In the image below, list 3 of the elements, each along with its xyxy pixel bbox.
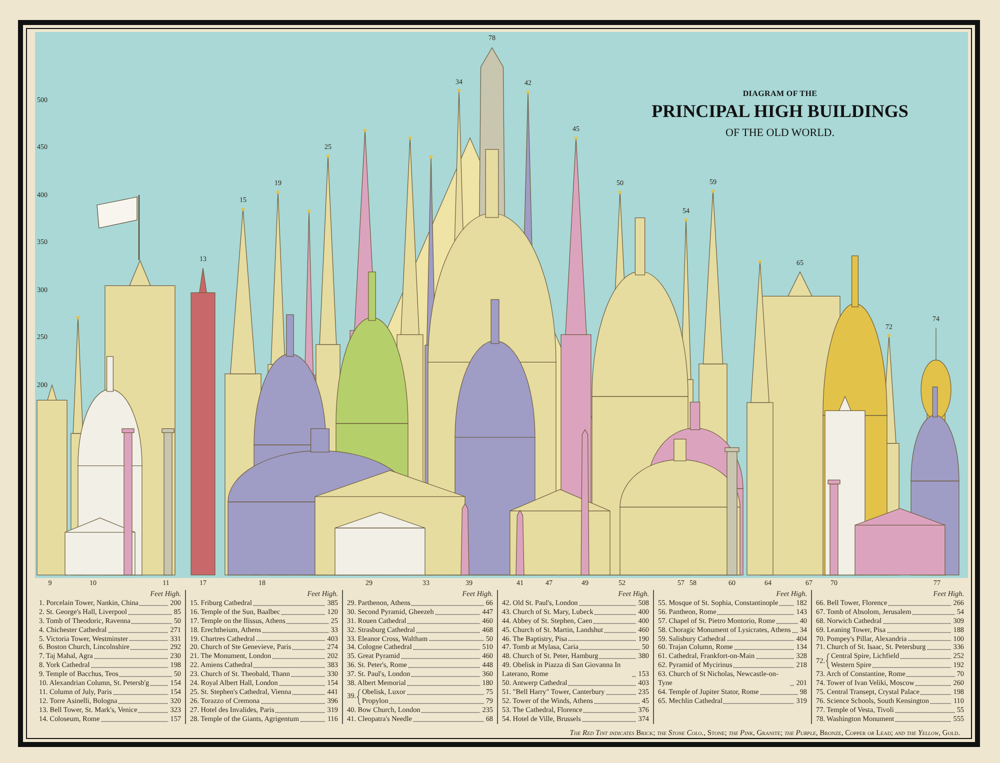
heading-text: DIAGRAM OF THE — [742, 88, 818, 100]
heading-text: OF THE OLD WORLD. — [726, 126, 834, 141]
title: PRINCIPAL HIGH BUILDINGS — [652, 100, 908, 122]
